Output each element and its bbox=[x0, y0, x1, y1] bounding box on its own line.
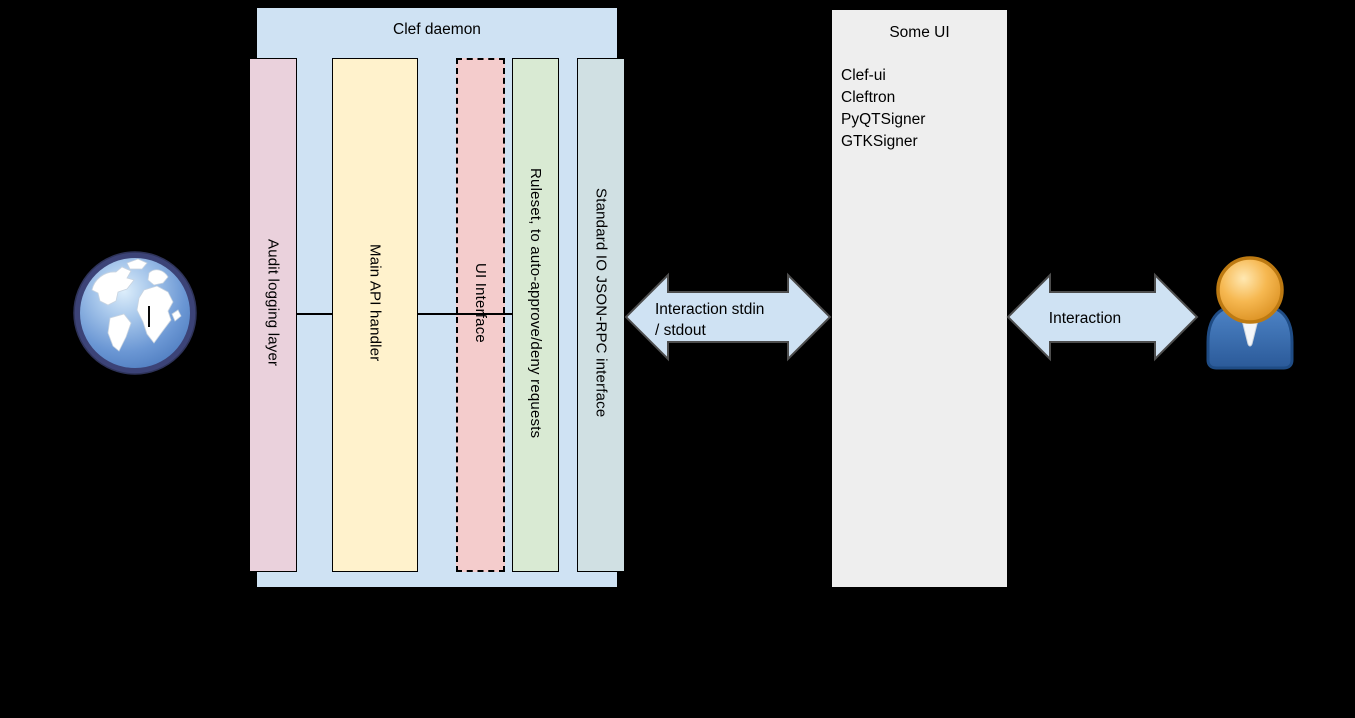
layer-stdio-jsonrpc-label: Standard IO JSON-RPC interface bbox=[592, 188, 610, 418]
layer-ruleset-label: Ruleset, to auto-approve/deny requests bbox=[527, 167, 544, 439]
layer-main-api-handler-label: Main API handler bbox=[366, 244, 384, 362]
text-caret bbox=[148, 306, 150, 327]
some-ui-item: GTKSigner bbox=[841, 133, 918, 150]
layer-stdio-jsonrpc: Standard IO JSON-RPC interface bbox=[577, 58, 625, 572]
some-ui-list: Clef-ui Cleftron PyQTSigner GTKSigner bbox=[832, 65, 1007, 153]
connector-api-to-ruleset bbox=[418, 313, 512, 315]
layer-ruleset: Ruleset, to auto-approve/deny requests bbox=[512, 58, 559, 572]
clef-daemon-title: Clef daemon bbox=[393, 21, 481, 38]
globe-icon bbox=[73, 251, 197, 375]
some-ui-item: Cleftron bbox=[841, 89, 896, 106]
layer-ui-interface-label: UI Interface bbox=[472, 263, 489, 343]
arrow-label-interaction: Interaction bbox=[1048, 310, 1122, 327]
layer-audit-logging-label: Audit logging layer bbox=[264, 239, 282, 367]
some-ui-box: Some UI Clef-ui Cleftron PyQTSigner GTKS… bbox=[832, 10, 1007, 587]
arrow-label-stdin-stdout: Interaction stdin / stdout bbox=[655, 301, 765, 339]
layer-main-api-handler: Main API handler bbox=[332, 58, 418, 572]
some-ui-item: PyQTSigner bbox=[841, 111, 926, 128]
clef-daemon-box bbox=[257, 8, 617, 587]
connector-audit-to-api bbox=[297, 313, 332, 315]
layer-audit-logging: Audit logging layer bbox=[249, 58, 297, 572]
some-ui-item: Clef-ui bbox=[841, 67, 886, 84]
some-ui-title: Some UI bbox=[889, 24, 950, 41]
person-icon bbox=[1206, 256, 1294, 370]
layer-ui-interface: UI Interface bbox=[456, 58, 505, 572]
